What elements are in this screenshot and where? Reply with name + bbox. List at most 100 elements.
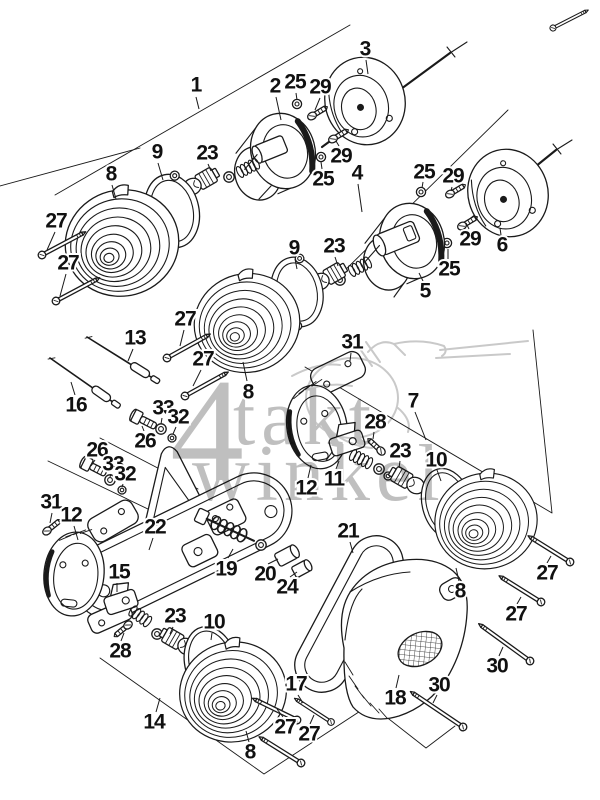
- callout-leader: [335, 460, 340, 470]
- callout-leader: [157, 162, 164, 181]
- callout-label: 27: [174, 308, 196, 331]
- callout-label: 25: [438, 258, 461, 281]
- callout-leader: [120, 632, 125, 642]
- callout-leader: [49, 512, 53, 524]
- callout-label: 25: [312, 168, 335, 191]
- callout-leader: [414, 411, 427, 441]
- spacer-20: [274, 544, 300, 567]
- callout-label: 27: [57, 252, 79, 275]
- callout-leader: [111, 184, 117, 200]
- callout-leader: [121, 483, 124, 488]
- callout-label: 8: [455, 580, 467, 603]
- callout-leader: [192, 369, 202, 387]
- callout-leader: [294, 258, 298, 270]
- watermark-word-top: takt: [233, 374, 377, 462]
- callout-label: 11: [324, 468, 346, 491]
- callout-leader: [314, 97, 321, 111]
- callout-leader: [289, 571, 298, 578]
- callout-label: 5: [420, 280, 432, 303]
- callout-leader: [365, 59, 369, 75]
- callout-leader: [109, 473, 112, 478]
- callout-leader: [465, 222, 470, 230]
- callout-label: 13: [124, 327, 146, 350]
- assembly-front-winker-4: [161, 6, 591, 402]
- callout-label: 2: [270, 75, 281, 98]
- watermark-overlay: 4 takt winkel: [170, 340, 529, 518]
- nut-25: [315, 151, 327, 163]
- motorcycle-sketch: [291, 340, 529, 449]
- callout-label: 24: [276, 576, 299, 599]
- nut-25: [415, 186, 427, 198]
- callout-label: 20: [254, 563, 276, 586]
- callout-label: 4: [352, 162, 364, 185]
- callout-label: 6: [497, 234, 508, 257]
- washer: [223, 171, 235, 183]
- callout-leader: [227, 548, 234, 559]
- callout-label: 31: [40, 491, 63, 514]
- callout-leader: [90, 459, 96, 467]
- callout-leader: [455, 567, 460, 582]
- callout-leader: [418, 272, 424, 282]
- callout-label: 28: [109, 640, 132, 663]
- callout-leader: [172, 426, 177, 435]
- callout-label: 10: [425, 449, 447, 472]
- callout-label: 29: [459, 228, 481, 251]
- callout-label: 26: [134, 430, 156, 453]
- callout-label: 3: [360, 38, 371, 61]
- callout-label: 26: [86, 439, 108, 462]
- long-bolt: [548, 6, 591, 33]
- callout-label: 8: [106, 163, 118, 186]
- washer-33: [155, 423, 167, 435]
- callout-label: 18: [384, 687, 407, 710]
- callout-label: 27: [192, 348, 214, 371]
- callout-label: 23: [196, 142, 218, 165]
- callout-label: 9: [152, 141, 163, 164]
- callout-leader: [70, 381, 76, 396]
- callout-label: 25: [413, 161, 436, 184]
- callout-leader: [398, 460, 401, 469]
- winker-body-2: [222, 106, 325, 205]
- rubber-24: [291, 559, 313, 578]
- mounting-stem-13: [83, 332, 163, 387]
- cover-18: [340, 558, 468, 720]
- callout-leader: [210, 632, 213, 641]
- assembly-front-winker-1: [36, 41, 468, 310]
- callout-label: 10: [203, 611, 225, 634]
- callout-leader: [46, 231, 56, 251]
- callout-leader: [436, 469, 442, 482]
- assembly-rear-winker-14: [40, 499, 337, 769]
- callout-leader: [245, 730, 250, 743]
- callout-leader: [320, 161, 323, 170]
- watermark-big-char: 4: [170, 349, 244, 513]
- callout-label: 8: [245, 741, 257, 764]
- adjust-screw-19: [193, 507, 267, 551]
- callout-leader: [179, 329, 185, 347]
- callout-leader: [499, 227, 502, 236]
- callout-label: 9: [289, 237, 300, 260]
- callout-label: 29: [330, 145, 352, 168]
- flange-plate: [87, 499, 139, 543]
- clamp-15: [103, 582, 139, 616]
- callout-leader: [357, 183, 363, 213]
- callout-label: 30: [428, 674, 450, 697]
- callout-leader: [395, 674, 400, 689]
- winker-body-5: [351, 196, 454, 297]
- callout-leader: [73, 525, 79, 541]
- callout-leader: [195, 96, 200, 110]
- callout-leader: [155, 697, 161, 713]
- callout-leader: [141, 425, 145, 432]
- callout-leader: [546, 555, 552, 564]
- callout-label: 16: [65, 394, 87, 417]
- callout-label: 28: [364, 411, 387, 434]
- callout-label: 19: [215, 558, 237, 581]
- callout-label: 23: [323, 235, 345, 258]
- callout-label: 27: [536, 562, 558, 585]
- callout-label: 15: [108, 561, 131, 584]
- callout-label: 27: [505, 603, 527, 626]
- callout-leader: [148, 537, 154, 551]
- callout-leader: [335, 140, 340, 147]
- washer-32: [117, 485, 127, 495]
